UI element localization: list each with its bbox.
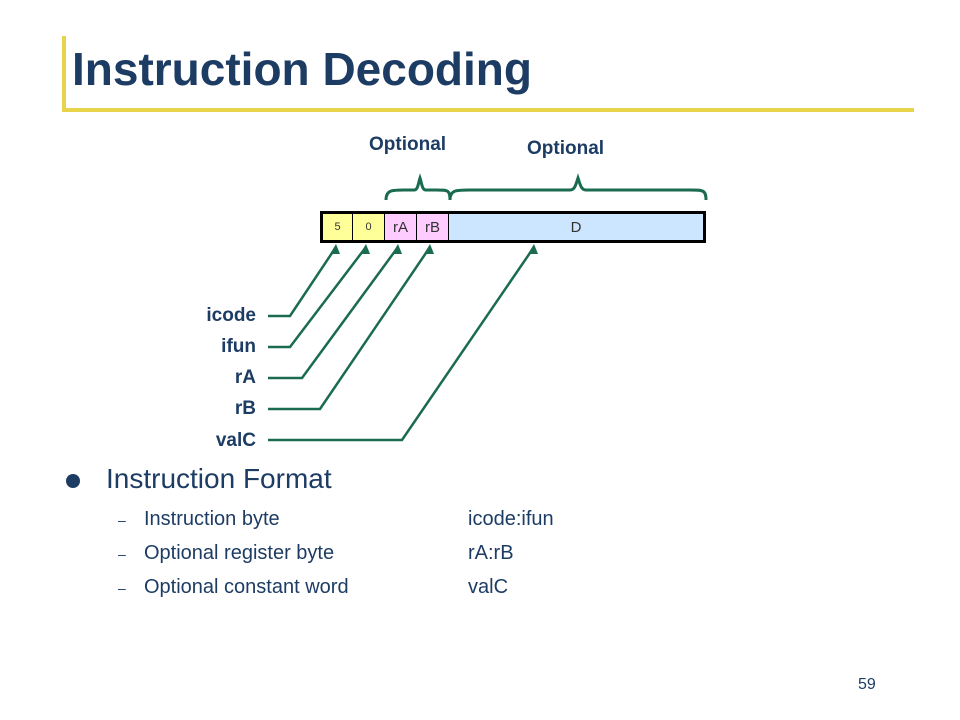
format-item-value: icode:ifun bbox=[468, 508, 554, 530]
arrowhead-ifun bbox=[360, 244, 370, 254]
signal-label-valc: valC bbox=[215, 430, 256, 451]
format-heading: Instruction Format bbox=[106, 463, 332, 494]
wire-icode bbox=[268, 246, 338, 318]
bullet-dot bbox=[66, 474, 80, 488]
signal-label-icode: icode bbox=[206, 305, 256, 326]
title-rule-vertical bbox=[62, 36, 66, 112]
field-ifun: 0 bbox=[352, 211, 384, 243]
arrowhead-icode bbox=[330, 244, 340, 254]
arrowhead-rb bbox=[424, 244, 434, 254]
format-item-value: rA:rB bbox=[468, 542, 514, 564]
arrowhead-ra bbox=[392, 244, 402, 254]
title-rule bbox=[62, 108, 914, 112]
field-ra: rA bbox=[384, 211, 416, 243]
arrowhead-valc bbox=[528, 244, 538, 254]
wire-ra bbox=[268, 246, 400, 380]
field-rb: rB bbox=[416, 211, 448, 243]
wire-valc bbox=[268, 246, 536, 442]
signal-label-ra: rA bbox=[234, 367, 256, 388]
dash-marker: – bbox=[118, 546, 126, 562]
dash-marker: – bbox=[118, 512, 126, 528]
signal-label-rb: rB bbox=[234, 398, 256, 419]
page-title: Instruction Decoding bbox=[72, 43, 532, 95]
field-icode: 5 bbox=[320, 211, 352, 243]
format-item-value: valC bbox=[468, 576, 509, 598]
brace-register-byte bbox=[384, 173, 452, 201]
format-item-label: Optional register byte bbox=[144, 542, 335, 564]
brace-constant-word bbox=[448, 173, 708, 201]
signal-label-ifun: ifun bbox=[221, 336, 256, 357]
field-d: D bbox=[448, 211, 706, 243]
page-number: 59 bbox=[858, 676, 876, 693]
format-item-label: Instruction byte bbox=[144, 508, 280, 530]
wire-ifun bbox=[268, 246, 367, 349]
wire-rb bbox=[268, 246, 432, 411]
format-item-label: Optional constant word bbox=[144, 576, 349, 598]
optional-label-constant: Optional bbox=[527, 138, 605, 159]
dash-marker: – bbox=[118, 580, 126, 596]
optional-label-register: Optional bbox=[369, 134, 447, 155]
